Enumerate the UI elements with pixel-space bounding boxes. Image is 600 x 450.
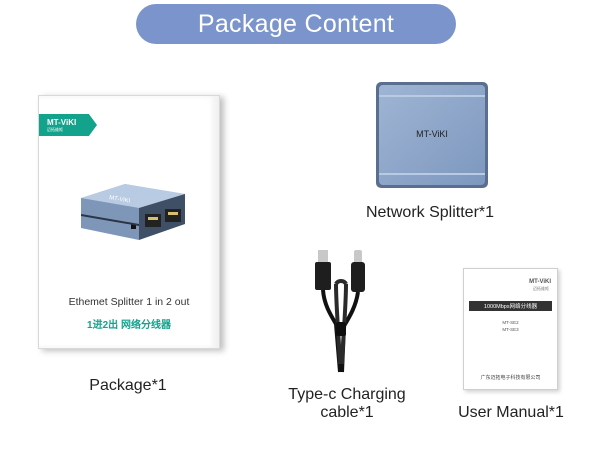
manual-company: 广东迈拓电子科技有限公司 [480, 375, 541, 381]
splitter-caption: Network Splitter*1 [365, 204, 495, 221]
package-brand: MT-ViKI [47, 118, 77, 127]
package-subtitle: 1进2出 网络分线器 [87, 320, 171, 331]
page-title: Package Content [136, 4, 456, 44]
manual-brand: MT-ViKI [529, 279, 551, 285]
cable-caption: Type-c Charging cable*1 [262, 386, 432, 422]
cable-caption-line2: cable*1 [320, 404, 374, 421]
cable-caption-line1: Type-c Charging [288, 386, 406, 403]
manual-title-bar: 1000Mbps网络分线器 [469, 301, 552, 311]
manual-model-1: MT-SE2 [502, 320, 519, 325]
device-brand-label: MT-ViKI [109, 195, 131, 205]
usb-cable-image [315, 250, 365, 373]
package-box-image: MT-ViKI 迈拓维矩 MT-ViKI Ethemet Splitter 1 … [38, 95, 220, 349]
package-brand-sub: 迈拓维矩 [47, 127, 63, 132]
package-brand-tag: MT-ViKI 迈拓维矩 [39, 114, 97, 136]
manual-model-2: MT-SE3 [502, 327, 519, 332]
package-title: Ethemet Splitter 1 in 2 out [68, 296, 190, 308]
manual-brand-sub: 迈拓维矩 [533, 286, 549, 291]
user-manual-image: MT-ViKI 迈拓维矩 1000Mbps网络分线器 MT-SE2 MT-SE3… [463, 268, 558, 390]
manual-caption: User Manual*1 [458, 404, 564, 421]
package-caption: Package*1 [89, 377, 167, 394]
network-splitter-image: MT-ViKI [376, 82, 488, 188]
splitter-device-icon: MT-ViKI [81, 184, 185, 240]
page-title-text: Package Content [197, 9, 395, 38]
splitter-brand-label: MT-ViKI [416, 129, 448, 139]
